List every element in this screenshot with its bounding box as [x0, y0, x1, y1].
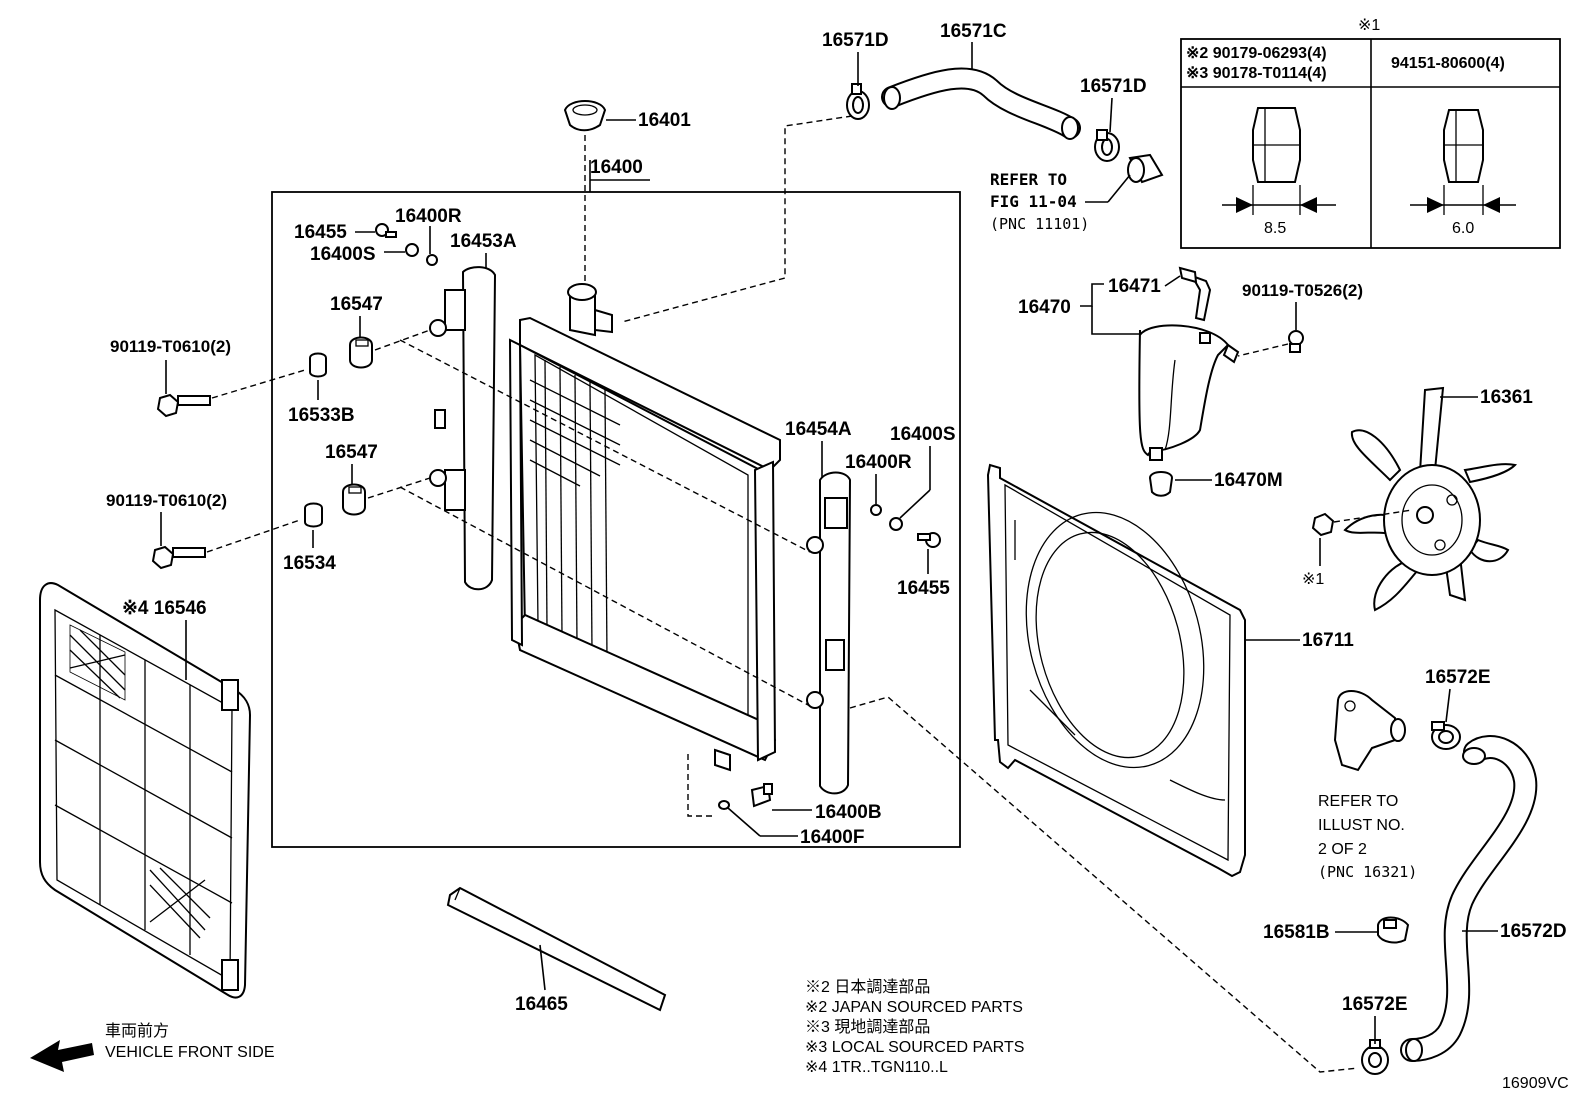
washer-16400S-left-icon: [405, 243, 419, 257]
refer-fig-line3: (PNC 11101): [990, 215, 1089, 233]
legend-line-2: ※2 JAPAN SOURCED PARTS: [805, 999, 1023, 1016]
fan-nut-marker: ※1: [1302, 571, 1324, 588]
legend-line-1: ※2 日本調達部品: [805, 978, 930, 996]
bolt-16455-right-icon: [917, 532, 941, 548]
label-16470: 16470: [1018, 297, 1071, 318]
label-16547-lower: 16547: [325, 442, 378, 463]
label-16470M: 16470M: [1214, 470, 1283, 491]
label-16361: 16361: [1480, 387, 1533, 408]
lower-radiator-hose-icon: [1400, 735, 1538, 1062]
seal-16465-icon: [446, 886, 667, 1012]
nut-dim-left: 8.5: [1264, 220, 1286, 237]
refer-illust-line3: 2 OF 2: [1318, 841, 1367, 858]
grommet-16400R-right-icon: [870, 504, 882, 516]
flange-nut-6-0-icon: [1410, 109, 1516, 215]
bolt-90119-T0610-upper-icon: [156, 393, 211, 418]
label-16465: 16465: [515, 994, 568, 1015]
refer-illust-line4: (PNC 16321): [1318, 863, 1417, 881]
label-16572E-upper: 16572E: [1425, 667, 1491, 688]
vehicle-front-en: VEHICLE FRONT SIDE: [105, 1044, 275, 1061]
refer-fig-line2: FIG 11-04: [990, 192, 1077, 211]
label-16534: 16534: [283, 553, 336, 574]
label-16711: 16711: [1302, 630, 1354, 651]
cushion-16547-upper-icon: [349, 336, 373, 369]
label-16571D-right: 16571D: [1080, 76, 1147, 97]
refer-illust-line1: REFER TO: [1318, 793, 1398, 810]
nut-table-right-header: 94151-80600(4): [1391, 55, 1505, 72]
label-16571C: 16571C: [940, 21, 1007, 42]
label-16547-upper: 16547: [330, 294, 383, 315]
label-16400B: 16400B: [815, 802, 882, 823]
legend-line-5: ※4 1TR..TGN110..L: [805, 1059, 948, 1076]
label-16400S-left: 16400S: [310, 244, 376, 265]
label-16400S-right: 16400S: [890, 424, 956, 445]
hose-clamp-upper-right-icon: [1094, 129, 1120, 162]
legend-line-4: ※3 LOCAL SOURCED PARTS: [805, 1039, 1024, 1056]
label-16572D: 16572D: [1500, 921, 1567, 942]
hose-clamp-upper-left-icon: [846, 83, 870, 120]
nut-dim-right: 6.0: [1452, 220, 1474, 237]
label-16453A: 16453A: [450, 231, 517, 252]
radiator-support-left-icon: [429, 266, 497, 591]
label-16400R-right: 16400R: [845, 452, 912, 473]
water-inlet-housing-icon: [1333, 690, 1406, 772]
nut-table-marker: ※1: [1358, 17, 1380, 34]
reservoir-cap-16470M-icon: [1148, 471, 1174, 497]
label-90119-T0610-lower: 90119-T0610(2): [106, 491, 227, 510]
label-90119-T0610-upper: 90119-T0610(2): [110, 337, 231, 356]
hose-clamp-16572E-upper-icon: [1431, 721, 1461, 750]
label-16581B: 16581B: [1263, 922, 1330, 943]
bolt-16455-left-icon: [375, 223, 397, 238]
fan-nut-icon: [1311, 512, 1335, 537]
refer-fig-line1: REFER TO: [990, 170, 1067, 189]
washer-16400S-right-icon: [889, 517, 903, 531]
label-16400R-left: 16400R: [395, 206, 462, 227]
reservoir-tank-icon: [1138, 324, 1240, 461]
engine-outlet-pipe-icon: [1127, 153, 1164, 184]
hose-clamp-16572E-lower-icon: [1361, 1039, 1389, 1075]
nut-table-left-row1: ※2 90179-06293(4): [1186, 45, 1327, 62]
nut-table-left-row2: ※3 90178-T0114(4): [1186, 65, 1327, 82]
drain-cock-16400B-icon: [750, 783, 773, 808]
collar-16533B-icon: [309, 352, 327, 378]
radiator-core-icon: [508, 283, 781, 772]
label-16401: 16401: [638, 110, 691, 131]
label-16546: ※4 16546: [122, 598, 207, 619]
label-16400: 16400: [590, 157, 643, 178]
cushion-16547-lower-icon: [342, 483, 366, 516]
label-16400F: 16400F: [800, 827, 864, 848]
collar-16534-icon: [304, 502, 323, 528]
label-16471: 16471: [1108, 276, 1161, 297]
reservoir-hose-16471-icon: [1178, 266, 1212, 322]
nut-table: ※1 ※2 90179-06293(4) ※3 90178-T0114(4) 9…: [1180, 17, 1561, 249]
bolt-90119-T0610-lower-icon: [151, 545, 206, 570]
hose-clamp-16581B-icon: [1377, 916, 1410, 944]
flange-nut-8-5-icon: [1222, 107, 1336, 215]
grommet-16400R-left-icon: [426, 254, 438, 266]
vehicle-front-arrow-icon: [30, 1040, 94, 1072]
o-ring-16400F-icon: [718, 800, 730, 810]
label-16572E-lower: 16572E: [1342, 994, 1408, 1015]
label-16455-right: 16455: [897, 578, 950, 599]
upper-radiator-hose-icon: [881, 67, 1081, 140]
label-16455-left: 16455: [294, 222, 347, 243]
fan-shroud-icon: [986, 463, 1246, 878]
diagram-code: 16909VC: [1502, 1075, 1569, 1092]
bolt-90119-T0526-icon: [1288, 330, 1304, 353]
legend-line-3: ※3 現地調達部品: [805, 1018, 930, 1036]
refer-illust-line2: ILLUST NO.: [1318, 817, 1405, 834]
radiator-cap-icon: [563, 100, 607, 132]
radiator-support-right-icon: [806, 471, 852, 795]
vehicle-front-jp: 車両前方: [105, 1022, 169, 1040]
label-16454A: 16454A: [785, 419, 852, 440]
label-16533B: 16533B: [288, 405, 355, 426]
cooling-fan-icon: [1343, 386, 1518, 612]
radiator-baffle-16546-icon: [39, 582, 252, 999]
radiator-assembly-box: [271, 191, 961, 848]
label-90119-T0526: 90119-T0526(2): [1242, 281, 1363, 300]
label-16571D-left: 16571D: [822, 30, 889, 51]
